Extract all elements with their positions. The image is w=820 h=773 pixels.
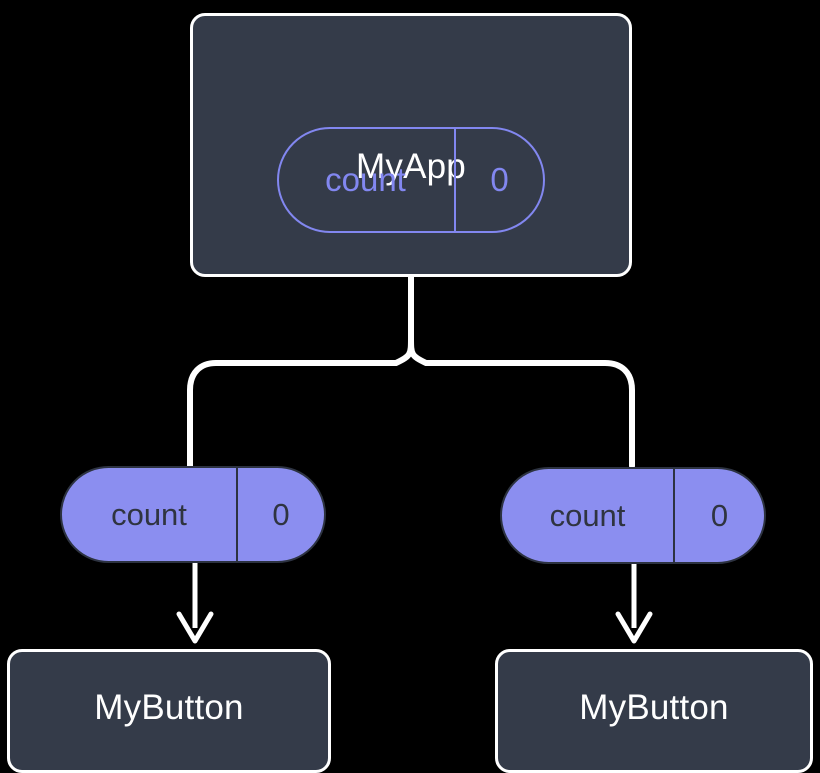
prop-pill-child-0[interactable]: count 0 <box>60 466 326 563</box>
prop-arrow-left-head <box>176 611 214 644</box>
prop-pill-child-1[interactable]: count 0 <box>500 467 766 564</box>
state-pill-root-value: 0 <box>490 161 509 198</box>
prop-pill-child-1-value: 0 <box>710 497 729 533</box>
prop-arrow-right-head <box>615 611 653 644</box>
state-pill-root[interactable]: count 0 <box>277 127 545 233</box>
component-node-mybutton-1[interactable]: MyButton <box>495 649 813 773</box>
prop-pill-child-0-key: count <box>62 468 238 561</box>
state-pill-root-key: count <box>279 129 456 231</box>
component-node-mybutton-0[interactable]: MyButton <box>7 649 331 773</box>
prop-pill-child-0-value: 0 <box>272 496 290 532</box>
tree-fork-connector <box>408 274 635 469</box>
prop-pill-child-1-key: count <box>502 469 675 562</box>
tree-fork-connector-left <box>187 335 414 469</box>
component-title-mybutton-0: MyButton <box>94 688 244 727</box>
component-title-mybutton-1: MyButton <box>579 688 729 727</box>
